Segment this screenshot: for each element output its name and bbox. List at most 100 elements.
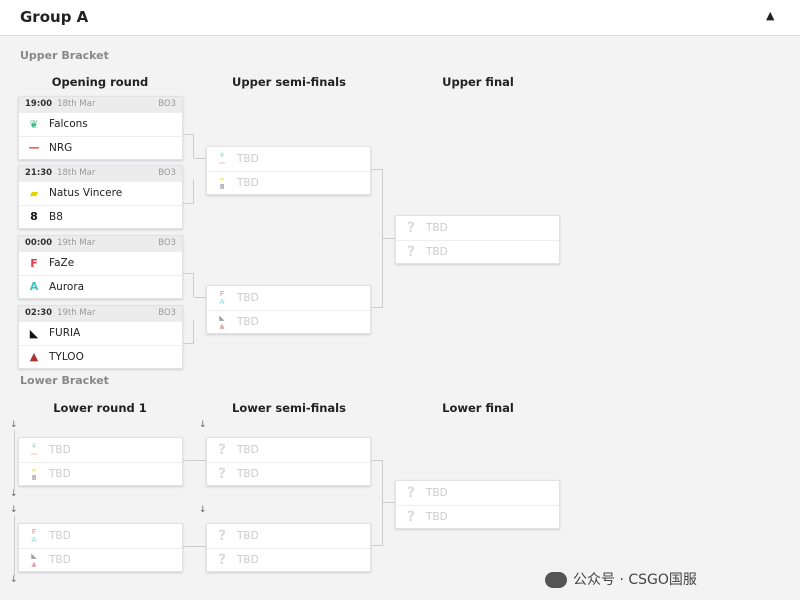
- watermark-text: 公众号 · CSGO国服: [573, 572, 697, 588]
- team-name: B8: [49, 210, 63, 223]
- connector-line: [383, 238, 395, 239]
- match-card[interactable]: ?TBD?TBD: [206, 523, 371, 572]
- match-card[interactable]: ? TBD? TBD: [395, 215, 560, 264]
- team-name: TBD: [426, 510, 448, 523]
- faze-logo-icon: F: [31, 527, 37, 536]
- connector-line: [183, 180, 194, 204]
- aurora-logo-icon: A: [219, 297, 225, 306]
- team-row[interactable]: ?TBD: [396, 504, 559, 529]
- question-mark-icon: ?: [217, 551, 227, 568]
- team-name: Falcons: [49, 118, 88, 131]
- team-name: TBD: [49, 553, 71, 566]
- team-row[interactable]: ❦— TBD: [19, 438, 182, 462]
- tyloo-logo-icon: ▲: [29, 350, 39, 364]
- team-name: TBD: [237, 467, 259, 480]
- team-row[interactable]: ❦Falcons: [19, 112, 182, 136]
- team-name: TBD: [237, 443, 259, 456]
- team-name: TBD: [49, 529, 71, 542]
- arrow-down-icon: ↓: [10, 489, 18, 499]
- faze-logo-icon: F: [30, 256, 38, 270]
- team-name: TBD: [426, 245, 448, 258]
- connector-line: [371, 460, 383, 502]
- match-time: 21:30: [25, 168, 53, 178]
- group-header[interactable]: Group A ▲: [0, 0, 800, 36]
- team-row[interactable]: ◣▲ TBD: [207, 309, 370, 334]
- arrow-down-icon: ↓: [199, 420, 207, 430]
- match-format: BO3: [158, 99, 176, 109]
- team-row[interactable]: ?TBD: [207, 547, 370, 572]
- team-row[interactable]: —NRG: [19, 135, 182, 160]
- connector-line: [371, 169, 383, 239]
- team-name: TBD: [49, 443, 71, 456]
- aurora-logo-icon: A: [31, 535, 37, 544]
- team-row[interactable]: ?TBD: [207, 438, 370, 462]
- nrg-logo-icon: —: [30, 449, 38, 458]
- team-row[interactable]: ▲TYLOO: [19, 344, 182, 369]
- b8-logo-icon: 8: [31, 473, 37, 482]
- aurora-logo-icon: A: [29, 280, 39, 294]
- team-row[interactable]: ? TBD: [396, 216, 559, 240]
- team-row[interactable]: ?TBD: [207, 524, 370, 548]
- team-name: TBD: [426, 221, 448, 234]
- question-mark-icon: ?: [406, 484, 416, 501]
- team-name: FaZe: [49, 257, 75, 270]
- column-header: Lower final: [442, 401, 514, 415]
- team-row[interactable]: ?TBD: [396, 481, 559, 505]
- team-row[interactable]: ◣FURIA: [19, 321, 182, 345]
- question-mark-icon: ?: [217, 527, 227, 544]
- team-placeholder-logos: ◣▲: [213, 314, 231, 330]
- connector-line: [183, 134, 194, 158]
- team-row[interactable]: F FaZe: [19, 251, 182, 275]
- team-row[interactable]: ? TBD: [207, 461, 370, 486]
- team-placeholder-logos: ◣▲: [25, 552, 43, 568]
- match-date: 18th Mar: [57, 99, 96, 109]
- b8-logo-icon: 8: [30, 210, 38, 224]
- connector-line: [14, 516, 15, 576]
- team-name: TBD: [237, 315, 259, 328]
- team-placeholder-logos: ▰8: [25, 466, 43, 482]
- connector-line: [383, 502, 395, 503]
- connector-line: [371, 502, 383, 546]
- navi-logo-icon: ▰: [219, 174, 225, 183]
- team-row[interactable]: 8 B8: [19, 204, 182, 229]
- question-mark-icon: ?: [406, 243, 416, 260]
- b8-logo-icon: 8: [219, 182, 225, 191]
- caret-up-icon[interactable]: ▲: [766, 9, 775, 22]
- column-header: Opening round: [51, 75, 149, 89]
- match-card[interactable]: ?TBD?TBD: [395, 480, 560, 529]
- navi-logo-icon: ▰: [31, 465, 37, 474]
- match-date: 19th Mar: [57, 308, 96, 318]
- falcons-logo-icon: ❦: [31, 441, 37, 450]
- connector-line: [183, 546, 206, 547]
- tyloo-logo-icon: ▲: [31, 559, 37, 568]
- team-row[interactable]: ▰Natus Vincere: [19, 181, 182, 205]
- faze-logo-icon: F: [219, 289, 225, 298]
- team-row[interactable]: ❦—TBD: [207, 147, 370, 171]
- column-header: Lower round 1: [53, 401, 147, 415]
- question-mark-icon: ?: [406, 219, 416, 236]
- wechat-icon: [545, 572, 567, 588]
- team-row[interactable]: ◣▲ TBD: [19, 547, 182, 572]
- furia-logo-icon: ◣: [219, 313, 225, 322]
- team-row[interactable]: ? TBD: [396, 239, 559, 264]
- column-header: Upper semi-finals: [232, 75, 346, 89]
- question-mark-icon: ?: [217, 465, 227, 482]
- match-card[interactable]: ?TBD?TBD: [206, 437, 371, 486]
